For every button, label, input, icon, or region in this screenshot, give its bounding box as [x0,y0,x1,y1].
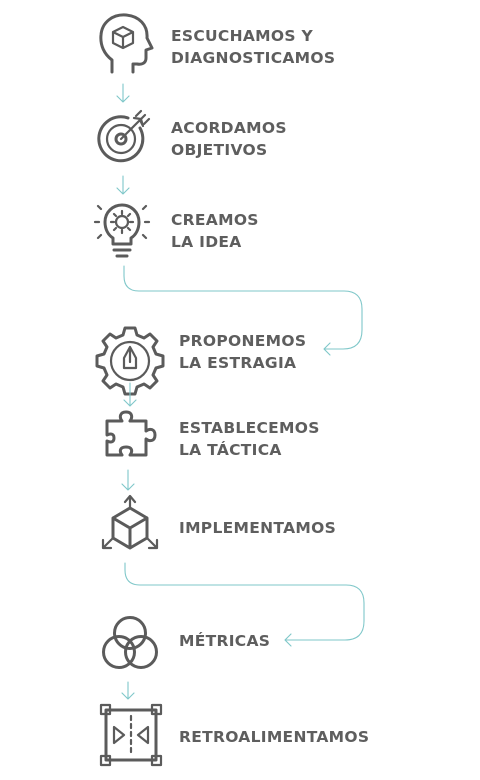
frame-arrows-icon [99,703,163,767]
step-5-label-line-2: LA TÁCTICA [179,440,282,459]
step-5-label-line-1: ESTABLECEMOS [179,419,320,437]
step-3-label-line-2: LA IDEA [171,233,242,251]
step-4-label-line-1: PROPONEMOS [179,332,306,350]
connector-4 [123,382,137,407]
step-8-label: RETROALIMENTAMOS [179,728,369,746]
step-2-label-line-2: OBJETIVOS [171,141,267,159]
connector-1 [116,83,130,103]
lightbulb-gear-icon [93,203,151,258]
connector-5 [121,469,135,491]
cube-arrows-icon [101,494,159,550]
step-6-label: IMPLEMENTAMOS [179,519,336,537]
step-3-label-line-1: CREAMOS [171,211,259,229]
puzzle-icon [105,410,157,457]
connector-6-loop [124,562,365,647]
step-1-label-line-2: DIAGNOSTICAMOS [171,49,335,67]
connector-3-loop [123,265,363,356]
connector-2 [116,175,130,195]
head-cube-icon [99,13,154,74]
step-2-label-line-1: ACORDAMOS [171,119,287,137]
target-icon [97,109,151,163]
step-4-label-line-2: LA ESTRAGIA [179,354,296,372]
step-1-label-line-1: ESCUCHAMOS Y [171,27,314,45]
gear-pen-icon [95,326,165,396]
connector-7 [121,681,135,700]
step-7-label: MÉTRICAS [179,631,270,650]
venn-icon [102,616,158,669]
